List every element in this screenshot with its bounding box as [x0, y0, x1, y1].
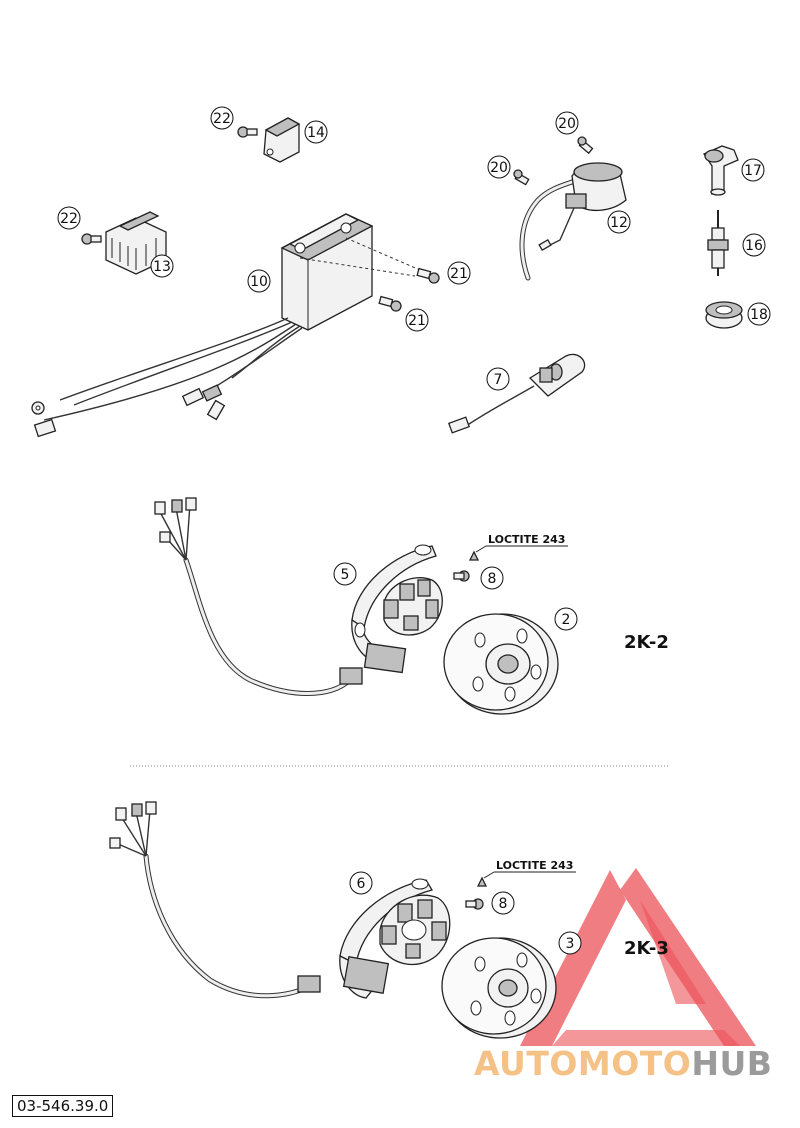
part-7-sensor: [447, 353, 586, 434]
part-6-stator-2k3: [339, 878, 451, 999]
callouts: 22 14 20 20 17 22 13 10 21 21 12 16 18 7…: [57, 106, 771, 955]
callout-22-lower: 22: [60, 211, 78, 227]
part-12-ignition-coil: [519, 162, 627, 281]
loctite-label-upper: LOCTITE 243: [488, 533, 565, 546]
callout-7: 7: [494, 372, 503, 388]
callout-18: 18: [750, 307, 768, 323]
callout-8-upper: 8: [488, 571, 497, 587]
part-16-spark-plug: [707, 210, 729, 276]
part-8-nut-2k2: [453, 545, 487, 582]
callout-17: 17: [744, 163, 762, 179]
harness-2k3: [109, 801, 321, 999]
watermark-text: AUTOMOTOHUB: [474, 1044, 772, 1083]
part-2-flywheel: [443, 613, 559, 715]
watermark-part-a: AUTOMOTO: [474, 1044, 692, 1083]
part-18-seal: [705, 301, 743, 329]
part-3-flywheel: [441, 937, 557, 1039]
callout-21-upper: 21: [450, 266, 468, 282]
callout-20-upper: 20: [558, 116, 576, 132]
part-21-bolt-lower: [378, 295, 402, 312]
loctite-label-lower: LOCTITE 243: [496, 859, 573, 872]
callout-5: 5: [341, 567, 350, 583]
part-14-bracket: [263, 117, 301, 163]
callout-8-lower: 8: [499, 896, 508, 912]
callout-10: 10: [250, 274, 268, 290]
callout-13: 13: [153, 259, 171, 275]
callout-2: 2: [562, 612, 571, 628]
part-10-cdi-box: [280, 213, 421, 331]
variant-label-2k3: 2K-3: [624, 938, 669, 959]
watermark-part-b: HUB: [691, 1044, 773, 1083]
cdi-harness: [31, 317, 303, 438]
callout-6: 6: [357, 876, 366, 892]
part-8-nut-2k3: [465, 871, 495, 910]
variant-label-2k2: 2K-2: [624, 632, 669, 653]
document-number: 03-546.39.0: [12, 1095, 114, 1117]
callout-16: 16: [745, 238, 763, 254]
callout-14: 14: [307, 125, 325, 141]
part-22-screw-lower: [81, 233, 102, 245]
callout-21-lower: 21: [408, 313, 426, 329]
callout-22-upper: 22: [213, 111, 231, 127]
part-22-screw-upper: [237, 126, 258, 138]
part-17-plug-cap: [703, 145, 739, 196]
part-20-screw-a: [577, 136, 594, 155]
callout-3: 3: [566, 936, 575, 952]
harness-2k2: [154, 497, 363, 696]
part-21-bolt-upper: [416, 267, 440, 284]
part-5-stator-2k2: [351, 544, 443, 674]
callout-20-lower: 20: [490, 160, 508, 176]
callout-12: 12: [610, 215, 628, 231]
part-20-screw-b: [513, 169, 530, 186]
